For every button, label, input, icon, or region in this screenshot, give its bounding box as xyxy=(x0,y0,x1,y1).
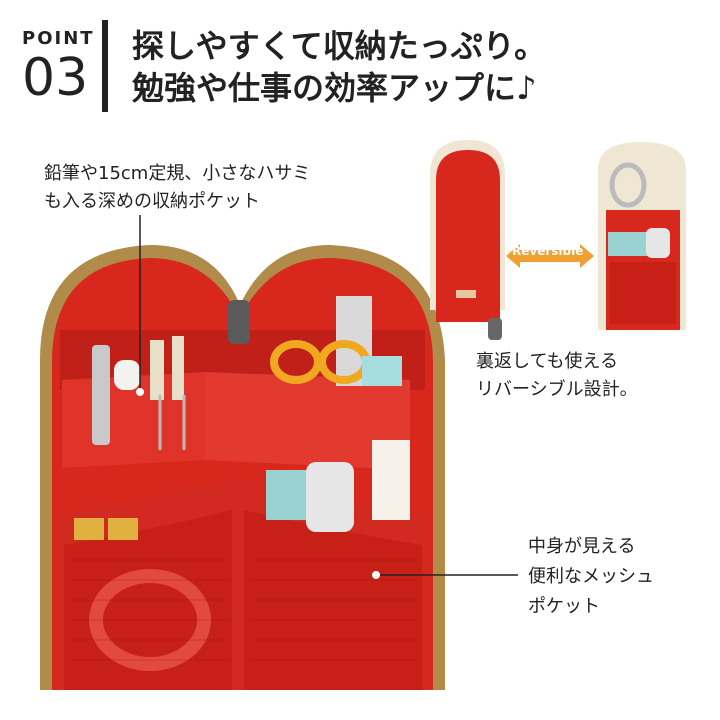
caption-deep-pocket-line-1: 鉛筆や15cm定規、小さなハサミ xyxy=(44,163,311,184)
glue-stick xyxy=(306,462,354,532)
point-label: POINT xyxy=(22,28,95,49)
caption-deep-pocket-line-2: も入る深めの収納ポケット xyxy=(44,191,260,212)
standing-pouch-scissors xyxy=(609,162,647,208)
tag-card xyxy=(372,440,410,520)
binder-clip-1 xyxy=(74,518,104,540)
reversible-arrow xyxy=(506,244,594,268)
pen-silver xyxy=(92,345,110,445)
closed-pouch-label xyxy=(456,290,476,298)
closed-pouch-pull xyxy=(488,318,502,340)
standing-pouch-glue xyxy=(646,228,670,258)
caption-reversible-line-2: リバーシブル設計。 xyxy=(476,379,638,400)
caption-mesh-line-1: 中身が見える xyxy=(528,536,636,557)
headline-line-1: 探しやすくて収納たっぷり。 xyxy=(132,27,547,65)
caption-mesh-line-2: 便利なメッシュ xyxy=(528,566,654,587)
pencil-holder-2 xyxy=(172,336,184,400)
caption-mesh-pocket: 中身が見える 便利なメッシュ ポケット xyxy=(528,532,708,622)
tape-cutter xyxy=(362,356,402,386)
pen-white-cap xyxy=(114,360,140,390)
title-divider xyxy=(102,20,108,112)
mesh-panel-right xyxy=(244,510,422,690)
tape-roll xyxy=(89,569,211,671)
binder-clip-2 xyxy=(108,518,138,540)
sticky-notes xyxy=(266,470,310,520)
caption-reversible-line-1: 裏返しても使える xyxy=(476,351,619,372)
caption-reversible: 裏返しても使える リバーシブル設計。 xyxy=(476,348,696,404)
caption-mesh-line-3: ポケット xyxy=(528,596,600,617)
mesh-texture xyxy=(70,559,420,661)
closed-pouch-body xyxy=(436,150,500,322)
reversible-badge: Reversible xyxy=(512,244,584,258)
headline-line-2: 勉強や仕事の効率アップに♪ xyxy=(132,69,537,107)
callout-dot-pocket xyxy=(136,388,144,396)
point-number: 03 xyxy=(22,48,89,108)
upper-pocket-right xyxy=(205,372,410,470)
pencil-holder-1 xyxy=(150,340,164,400)
callout-dot-mesh xyxy=(372,571,380,579)
caption-deep-pocket: 鉛筆や15cm定規、小さなハサミ も入る深めの収納ポケット xyxy=(44,160,374,216)
zipper-pull xyxy=(228,300,250,344)
standing-pouch-notes xyxy=(608,232,648,256)
standing-pouch-mesh xyxy=(610,262,676,324)
